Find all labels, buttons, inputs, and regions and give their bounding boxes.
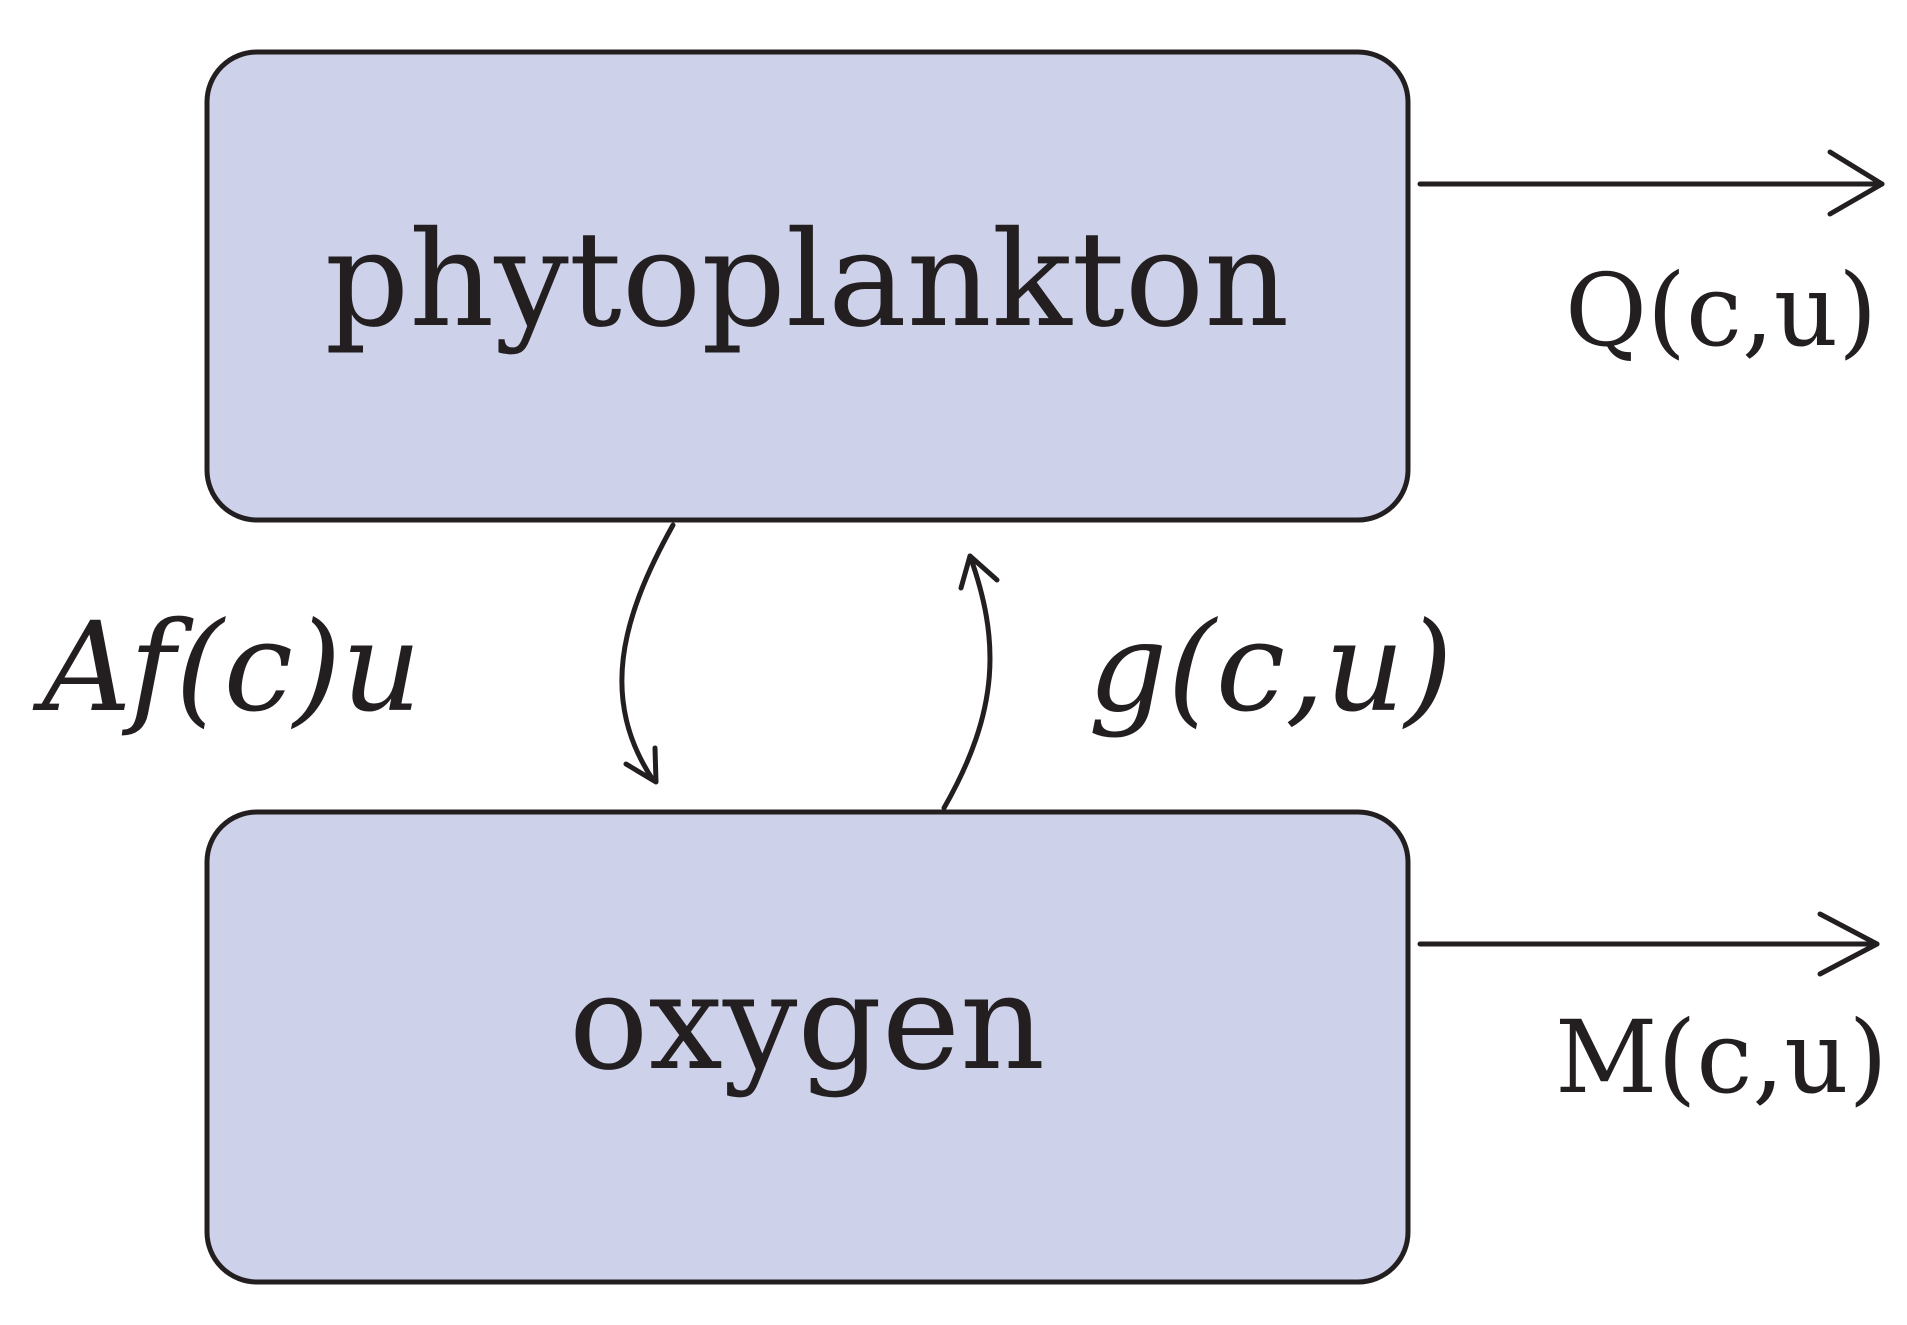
phytoplankton-label: phytoplankton xyxy=(325,203,1290,357)
oxygen-to-phyto-label: g(c,u) xyxy=(1088,596,1453,740)
oxygen-to-phyto-arrow xyxy=(941,553,1000,811)
phytoplankton-node: phytoplankton xyxy=(204,49,1411,523)
phyto-outflow-label: Q(c,u) xyxy=(1565,252,1877,369)
phytoplankton-box xyxy=(204,49,1411,523)
oxygen-box xyxy=(204,809,1411,1285)
phyto-to-oxygen-arrow xyxy=(619,522,676,785)
oxygen-outflow-arrow xyxy=(1417,911,1880,977)
oxygen-outflow-label: M(c,u) xyxy=(1555,999,1888,1116)
phyto-to-oxygen-label: Af(c)u xyxy=(32,596,421,740)
phyto-outflow-arrow xyxy=(1417,149,1885,217)
oxygen-node: oxygen xyxy=(204,809,1411,1285)
oxygen-label: oxygen xyxy=(569,946,1045,1100)
